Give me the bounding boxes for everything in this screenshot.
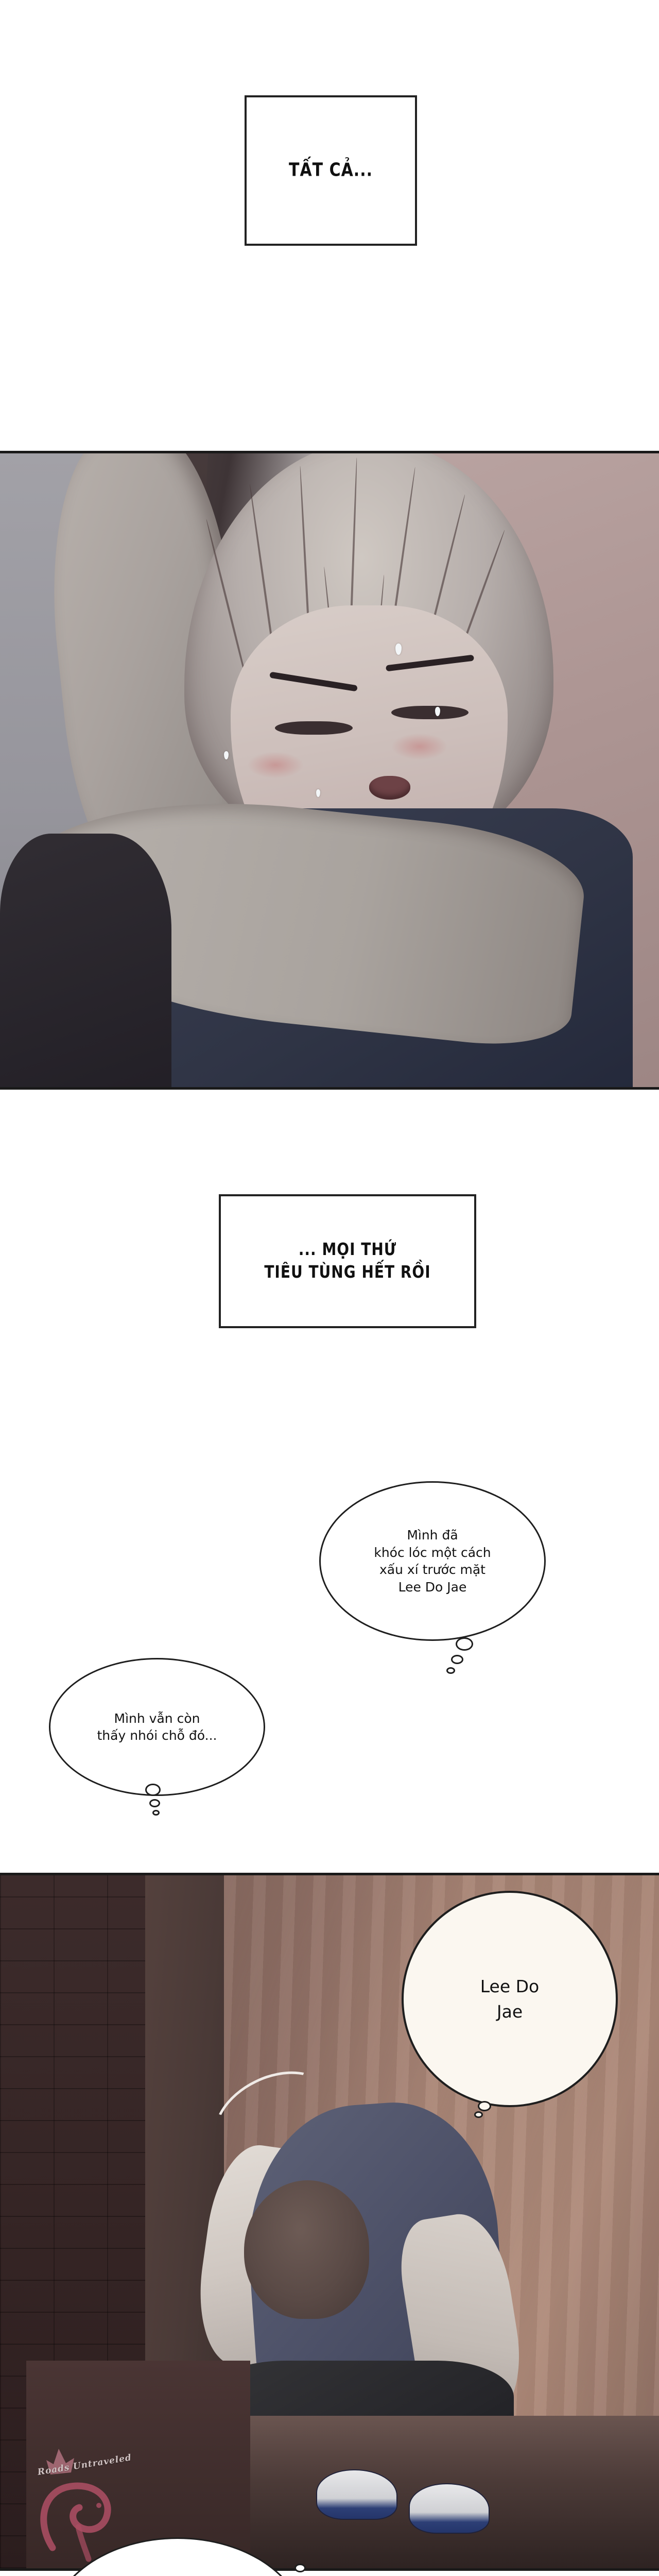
thought-tail-dot (456, 1637, 473, 1651)
caption-box-2-text: ... MỌI THỨ TIÊU TÙNG HẾT RỒI (264, 1239, 431, 1282)
panel-1-sweat-drop (316, 789, 321, 797)
thought-tail-dot (294, 2564, 306, 2572)
caption-box-1-text: TẤT CẢ... (288, 159, 373, 181)
thought-tail-dot (446, 1667, 455, 1674)
thought-bubble-2: Mình vẫn còn thấy nhói chỗ đó... (49, 1658, 265, 1796)
thought-tail-dot (451, 1655, 463, 1664)
panel-1-sleeve (0, 834, 171, 1087)
thought-tail-dot (149, 1799, 160, 1807)
comic-panel-2 (0, 1873, 659, 2571)
thought-tail-dot (478, 2101, 491, 2111)
panel-1-sweat-drop (395, 643, 402, 655)
panel-2-head (244, 2180, 369, 2319)
thought-tail-dot (474, 2111, 483, 2118)
comic-panel-1 (0, 451, 659, 1090)
thought-bubble-3: Lee Do Jae (402, 1891, 618, 2107)
panel-1-sweat-drop (224, 751, 229, 760)
thought-bubble-2-text: Mình vẫn còn thấy nhói chỗ đó... (97, 1710, 217, 1743)
panel-2-shoe (408, 2483, 490, 2534)
thought-tail-dot (145, 1784, 161, 1796)
panel-2-lower-step (26, 2360, 251, 2568)
caption-box-1: TẤT CẢ... (245, 95, 417, 246)
panel-2-shoe (316, 2469, 397, 2520)
thought-bubble-1-text: Mình đã khóc lóc một cách xấu xí trước m… (374, 1528, 491, 1595)
panel-1-sweat-drop (435, 707, 440, 716)
thought-tail-dot (152, 1810, 160, 1816)
caption-box-2: ... MỌI THỨ TIÊU TÙNG HẾT RỒI (219, 1194, 476, 1328)
thought-bubble-3-text: Lee Do Jae (480, 1976, 540, 2022)
thought-bubble-1: Mình đã khóc lóc một cách xấu xí trước m… (319, 1481, 546, 1641)
